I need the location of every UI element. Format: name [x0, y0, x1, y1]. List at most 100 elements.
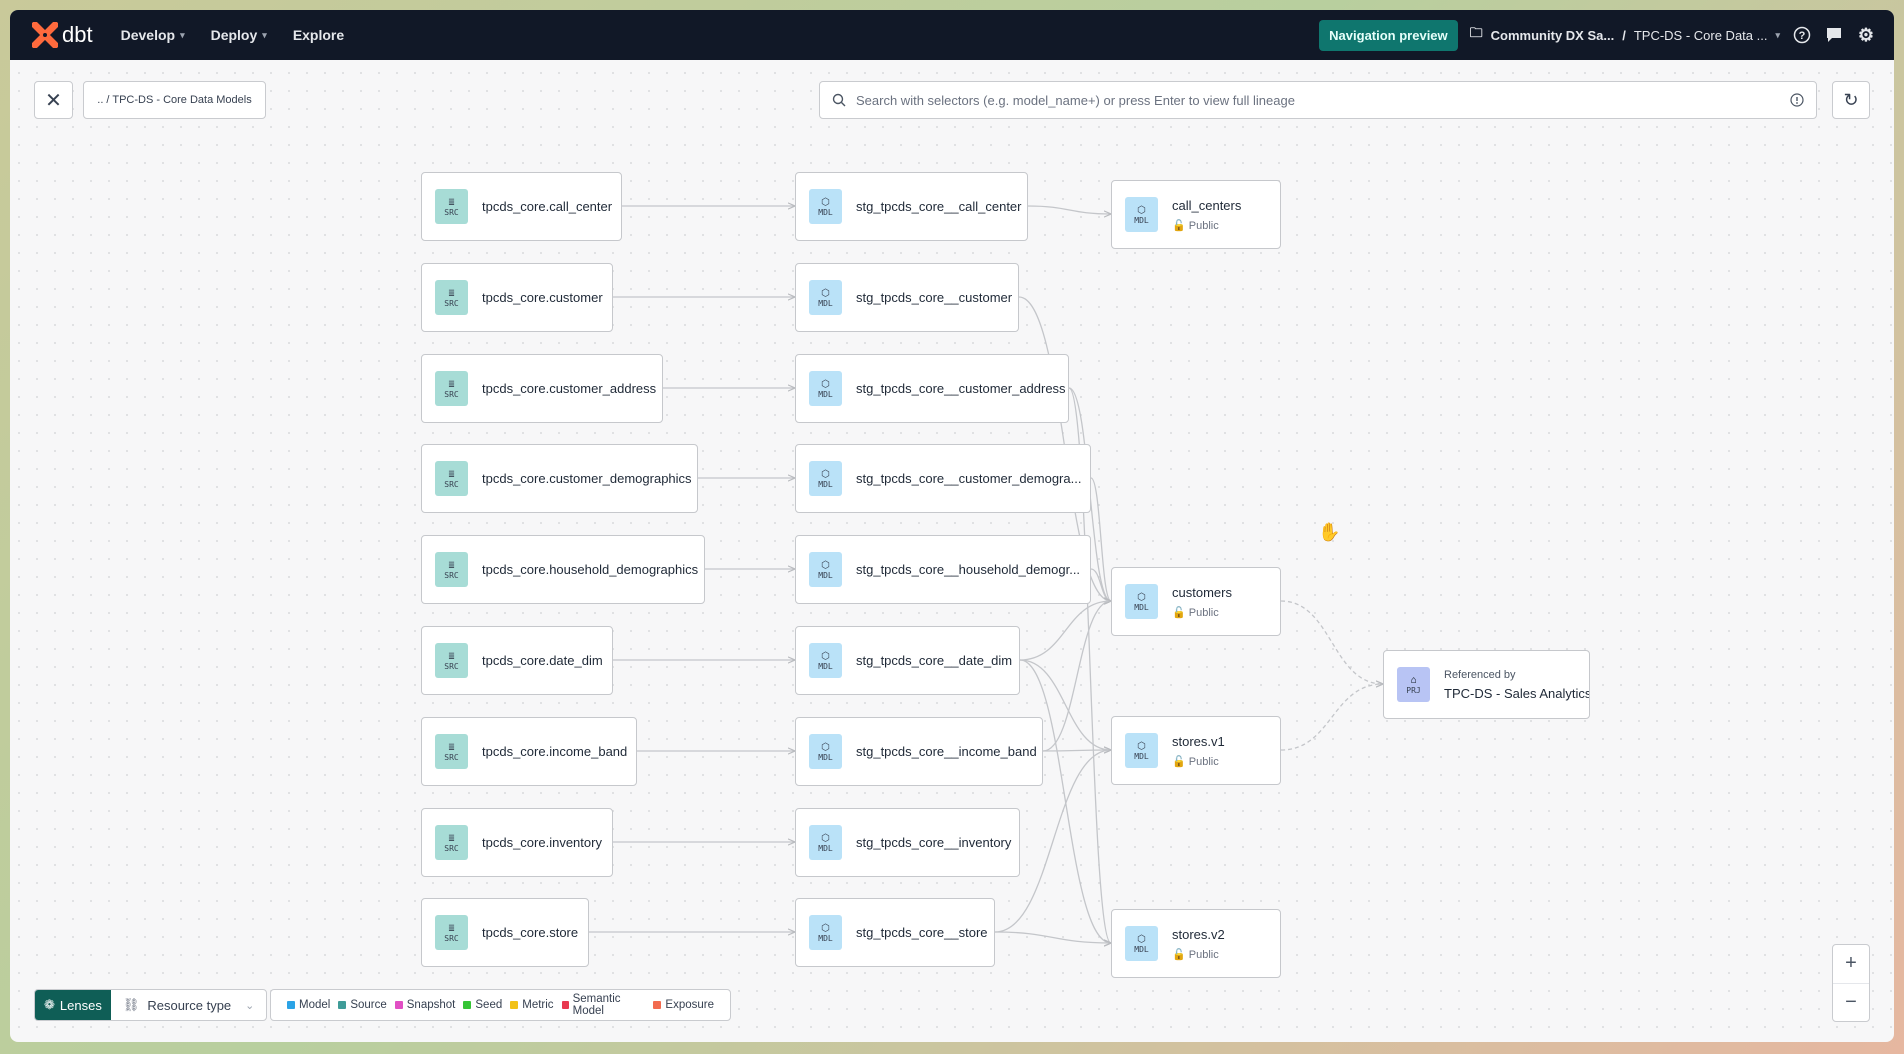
lineage-edge: [1042, 750, 1111, 751]
project-selector[interactable]: 🗀 Community DX Sa... / TPC-DS - Core Dat…: [1470, 24, 1780, 46]
badge-label: MDL: [818, 207, 833, 217]
database-icon: ≣: [448, 741, 455, 753]
src-badge: ≣SRC: [435, 371, 468, 406]
access-label: 🔓 Public: [1172, 606, 1219, 619]
legend-label: Seed: [475, 999, 503, 1011]
cube-icon: ⬡: [1137, 591, 1146, 603]
cube-icon: ⬡: [821, 922, 830, 934]
src-badge: ≣SRC: [435, 280, 468, 315]
cube-icon: ⬡: [821, 378, 830, 390]
nav-label: Deploy: [210, 27, 258, 43]
lineage-search[interactable]: [819, 81, 1817, 119]
lineage-edge: [1090, 568, 1111, 601]
badge-label: MDL: [1134, 751, 1149, 761]
database-icon: ≣: [448, 559, 455, 571]
legend-label: Exposure: [665, 999, 714, 1011]
top-nav-bar: dbt Develop▾ Deploy▾ Explore Navigation …: [10, 10, 1894, 60]
resource-type-dropdown[interactable]: ⛓Resource type⌄: [111, 990, 267, 1020]
dbt-logo[interactable]: dbt: [32, 22, 93, 48]
chevron-down-icon: ▾: [1775, 29, 1780, 40]
database-icon: ≣: [448, 378, 455, 390]
node-label: TPC-DS - Sales Analytics: [1444, 685, 1590, 701]
search-icon: [832, 93, 846, 107]
node-label: stg_tpcds_core__inventory: [856, 835, 1012, 850]
badge-label: SRC: [444, 207, 459, 217]
navigation-preview-button[interactable]: Navigation preview: [1319, 19, 1458, 51]
breadcrumb[interactable]: .. / TPC-DS - Core Data Models: [83, 81, 266, 119]
zoom-out-button[interactable]: −: [1845, 990, 1857, 1013]
dbt-logo-icon: [32, 22, 58, 48]
mdl-badge: ⬡MDL: [809, 280, 842, 315]
badge-label: PRJ: [1406, 685, 1421, 695]
node-label: tpcds_core.call_center: [482, 199, 613, 214]
nav-label: Develop: [120, 27, 176, 43]
source-node[interactable]: ≣SRC tpcds_core.customer: [421, 263, 613, 332]
node-label: customers: [1172, 584, 1232, 600]
zoom-in-button[interactable]: +: [1833, 945, 1869, 984]
model-node[interactable]: ⬡MDL stg_tpcds_core__customer_demogra...: [795, 444, 1091, 513]
src-badge: ≣SRC: [435, 643, 468, 678]
mdl-badge: ⬡MDL: [809, 461, 842, 496]
search-input[interactable]: [856, 92, 1780, 108]
badge-label: SRC: [444, 389, 459, 399]
lenses-button[interactable]: ❁Lenses: [35, 990, 111, 1020]
nav-deploy[interactable]: Deploy ▾: [211, 27, 267, 43]
node-label: stg_tpcds_core__customer_demogra...: [856, 471, 1082, 486]
close-icon: ✕: [45, 89, 62, 112]
mdl-badge: ⬡MDL: [1125, 926, 1158, 961]
mdl-badge: ⬡MDL: [809, 734, 842, 769]
badge-label: SRC: [444, 752, 459, 762]
legend-label: Source: [350, 999, 387, 1011]
lineage-edge: [994, 931, 1111, 943]
nav-explore[interactable]: Explore: [293, 27, 344, 43]
lenses-control[interactable]: ❁Lenses ⛓Resource type⌄: [34, 989, 268, 1021]
close-button[interactable]: ✕: [34, 81, 73, 119]
node-label: tpcds_core.inventory: [482, 835, 602, 850]
feedback-icon[interactable]: [1824, 25, 1844, 45]
legend-item: Model: [287, 999, 330, 1011]
chevron-down-icon: ▾: [262, 29, 267, 40]
chevron-down-icon: ⌄: [245, 999, 255, 1012]
node-label: stg_tpcds_core__call_center: [856, 199, 1022, 214]
mdl-badge: ⬡MDL: [809, 915, 842, 950]
help-icon[interactable]: ?: [1792, 25, 1812, 45]
badge-label: MDL: [818, 298, 833, 308]
node-label: stg_tpcds_core__income_band: [856, 744, 1037, 759]
src-badge: ≣SRC: [435, 552, 468, 587]
nav-develop[interactable]: Develop▾: [121, 27, 185, 43]
badge-label: MDL: [818, 933, 833, 943]
model-node[interactable]: ⬡MDL stg_tpcds_core__income_band: [795, 717, 1043, 786]
gear-icon[interactable]: ⚙: [1857, 24, 1875, 45]
legend-item: Snapshot: [394, 999, 455, 1011]
node-label: tpcds_core.customer: [482, 290, 603, 305]
mdl-badge: ⬡MDL: [809, 552, 842, 587]
referenced-by-label: Referenced by: [1444, 668, 1516, 681]
database-icon: ≣: [448, 468, 455, 480]
refresh-button[interactable]: ↻: [1832, 81, 1870, 119]
lineage-edge: [1280, 684, 1383, 751]
logo-text: dbt: [62, 22, 93, 47]
mdl-badge: ⬡MDL: [809, 643, 842, 678]
badge-label: MDL: [818, 389, 833, 399]
info-icon[interactable]: [1790, 93, 1804, 107]
